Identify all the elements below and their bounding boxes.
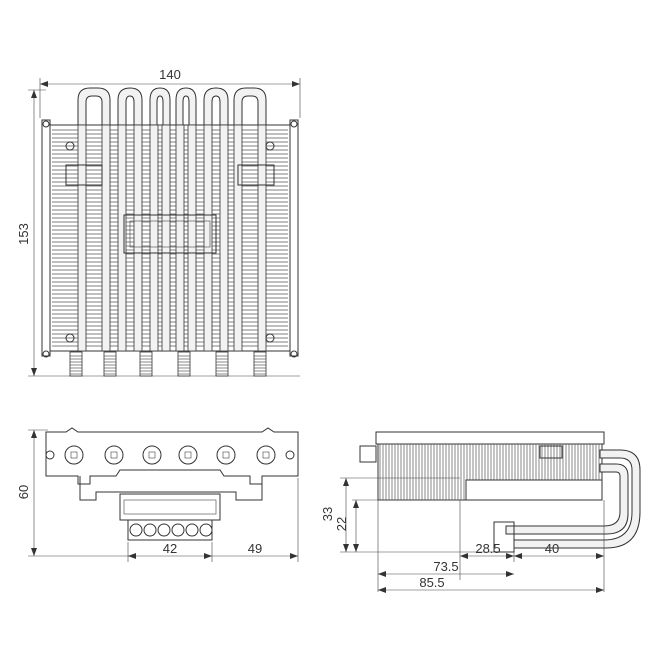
top-screws <box>42 120 298 358</box>
front-base-plate <box>119 493 221 521</box>
base-pipe <box>199 523 213 537</box>
label-side-d2: 40 <box>545 541 559 556</box>
pipe-end <box>103 351 117 377</box>
pipe-end <box>139 351 153 377</box>
heatpipe-bar <box>187 124 197 352</box>
left-cutout <box>65 164 103 186</box>
right-cutout <box>237 164 275 186</box>
heatpipe-bar <box>257 124 267 352</box>
base-pipe <box>157 523 171 537</box>
pipe-circle <box>216 445 236 465</box>
side-fin-block <box>377 443 603 501</box>
base-pipe <box>129 523 143 537</box>
front-bolt-right <box>285 450 295 460</box>
side-view: 33 22 28.5 40 73.5 <box>320 431 641 593</box>
label-side-d4: 85.5 <box>419 575 444 590</box>
heatpipe-loops <box>77 87 267 126</box>
pipe-end <box>177 351 191 377</box>
dimension-front-offset: 49 <box>212 478 299 562</box>
top-pipe-ends <box>69 351 267 377</box>
label-side-d3: 73.5 <box>433 559 458 574</box>
front-view: 60 42 49 <box>16 427 299 562</box>
front-base-pipes <box>129 523 213 537</box>
label-top-height: 153 <box>16 223 31 245</box>
dimension-front-pipes: 42 <box>127 541 213 562</box>
side-fins <box>379 444 600 500</box>
heatpipe-bar <box>133 124 143 352</box>
label-side-h1: 33 <box>320 507 335 521</box>
dimension-side-depth-upper: 28.5 40 <box>459 500 605 592</box>
side-base <box>493 521 515 553</box>
pipe-end <box>253 351 267 377</box>
dimension-side-d4: 85.5 <box>378 575 604 593</box>
pipe-circle <box>256 445 276 465</box>
pipe-circle <box>142 445 162 465</box>
front-fin-body <box>45 427 299 485</box>
base-pipe <box>185 523 199 537</box>
right-bracket <box>289 119 299 357</box>
pipe-end <box>69 351 83 377</box>
pipe-circle <box>178 445 198 465</box>
label-side-h2: 22 <box>334 517 349 531</box>
heatpipe-bar <box>77 124 87 352</box>
pipe-end <box>215 351 229 377</box>
label-front-pipe-span: 42 <box>163 541 177 556</box>
pipe-circle <box>64 445 84 465</box>
top-view: 140 153 <box>16 67 301 377</box>
dimension-front-height: 60 <box>16 429 130 557</box>
base-pipe <box>143 523 157 537</box>
heatpipe-bar <box>233 124 243 352</box>
dimension-side-heights: 33 22 <box>320 477 494 553</box>
label-top-width: 140 <box>159 67 181 82</box>
heatpipe-bar <box>175 124 185 352</box>
label-front-offset: 49 <box>248 541 262 556</box>
heatpipe-bar <box>149 124 159 352</box>
dimension-side-d3: 73.5 <box>377 500 514 592</box>
side-lower-block <box>465 479 603 501</box>
front-pipe-circles <box>64 445 276 465</box>
label-front-height: 60 <box>16 485 31 499</box>
side-fin-top <box>375 431 605 445</box>
heatpipe-bar <box>219 124 229 352</box>
base-pipe <box>171 523 185 537</box>
heatpipe-bar <box>117 124 127 352</box>
top-pipes <box>77 124 267 352</box>
dimension-top-width: 140 <box>39 67 301 118</box>
front-bolt-left <box>45 450 55 460</box>
heatpipe-bar <box>161 124 171 352</box>
front-base <box>79 476 263 501</box>
heatpipe-bar <box>203 124 213 352</box>
side-stub <box>359 445 377 463</box>
center-clip <box>123 214 217 254</box>
heatpipe-bar <box>101 124 111 352</box>
front-base-bottom <box>127 519 213 541</box>
label-side-d1: 28.5 <box>475 541 500 556</box>
left-bracket <box>41 119 51 357</box>
pipe-circle <box>104 445 124 465</box>
